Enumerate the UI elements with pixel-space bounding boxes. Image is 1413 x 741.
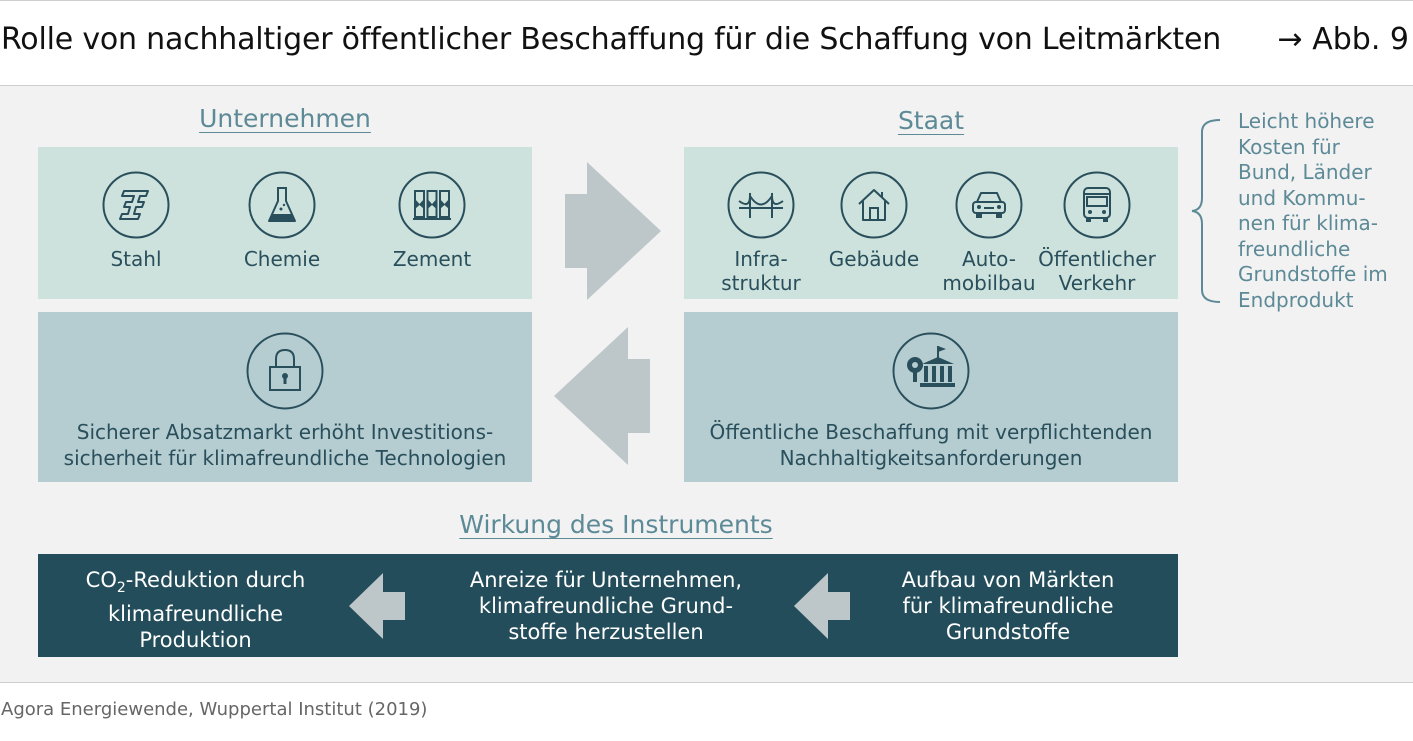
source-citation: Agora Energiewende, Wuppertal Institut (… <box>1 699 428 720</box>
impact-title: Wirkung des Instruments <box>459 510 773 539</box>
public-building-icon <box>892 332 970 410</box>
public-procurement-box: Öffentliche Beschaffung mit verpflichten… <box>684 312 1178 482</box>
cost-note: Leicht höhere Kosten für Bund, Länder un… <box>1238 109 1388 312</box>
flask-icon <box>248 171 316 239</box>
company-label-chemistry: Chemie <box>243 247 321 271</box>
arrow-left-icon <box>554 327 650 465</box>
state-label-public-transport: Öffentlicher Verkehr <box>1038 247 1156 295</box>
state-item-infrastructure: Infra- struktur <box>701 171 821 295</box>
state-title: Staat <box>897 106 965 135</box>
company-item-cement: Zement <box>372 171 492 271</box>
impact-market-building-text: Aufbau von Märkten für klimafreundliche … <box>901 568 1115 644</box>
state-label-infrastructure: Infra- struktur <box>721 247 801 295</box>
state-item-automotive: Auto- mobilbau <box>929 171 1049 295</box>
cement-silo-icon <box>398 171 466 239</box>
companies-box: Stahl Chemie Zement <box>38 147 532 299</box>
impact-incentives-text: Anreize für Unternehmen, klimafreundlich… <box>469 568 743 644</box>
steel-beam-icon <box>102 171 170 239</box>
state-box: Infra- struktur Gebäude Auto- mob <box>684 147 1178 299</box>
house-icon <box>840 171 908 239</box>
impact-co2-reduction-text: CO2-Reduktion durch klimafreundliche Pro… <box>85 568 306 653</box>
state-label-buildings: Gebäude <box>828 247 920 271</box>
figure-title: Rolle von nachhaltiger öffentlicher Besc… <box>1 22 1222 57</box>
figure-reference-link[interactable]: → Abb. 9 <box>1277 22 1409 57</box>
impact-arrow-left-2-icon <box>794 573 850 639</box>
arrow-right-icon <box>565 162 661 300</box>
car-icon <box>955 171 1023 239</box>
state-label-automotive: Auto- mobilbau <box>942 247 1036 295</box>
state-item-buildings: Gebäude <box>814 171 934 271</box>
company-item-steel: Stahl <box>76 171 196 271</box>
investment-security-box: Sicherer Absatzmarkt erhöht Investitions… <box>38 312 532 482</box>
top-rule <box>0 0 1413 1</box>
company-item-chemistry: Chemie <box>222 171 342 271</box>
impact-arrow-left-1-icon <box>349 573 405 639</box>
public-procurement-text: Öffentliche Beschaffung mit verpflichten… <box>709 420 1153 470</box>
impact-box: CO2-Reduktion durch klimafreundliche Pro… <box>38 554 1178 657</box>
figure-header: Rolle von nachhaltiger öffentlicher Besc… <box>0 22 1413 62</box>
curly-brace-icon <box>1191 119 1221 303</box>
company-label-cement: Zement <box>392 247 472 271</box>
bus-icon <box>1063 171 1131 239</box>
lock-icon <box>246 332 324 410</box>
state-item-public-transport: Öffentlicher Verkehr <box>1037 171 1157 295</box>
bridge-icon <box>727 171 795 239</box>
company-label-steel: Stahl <box>110 247 162 271</box>
companies-title: Unternehmen <box>199 104 371 133</box>
investment-security-text: Sicherer Absatzmarkt erhöht Investitions… <box>63 420 507 470</box>
